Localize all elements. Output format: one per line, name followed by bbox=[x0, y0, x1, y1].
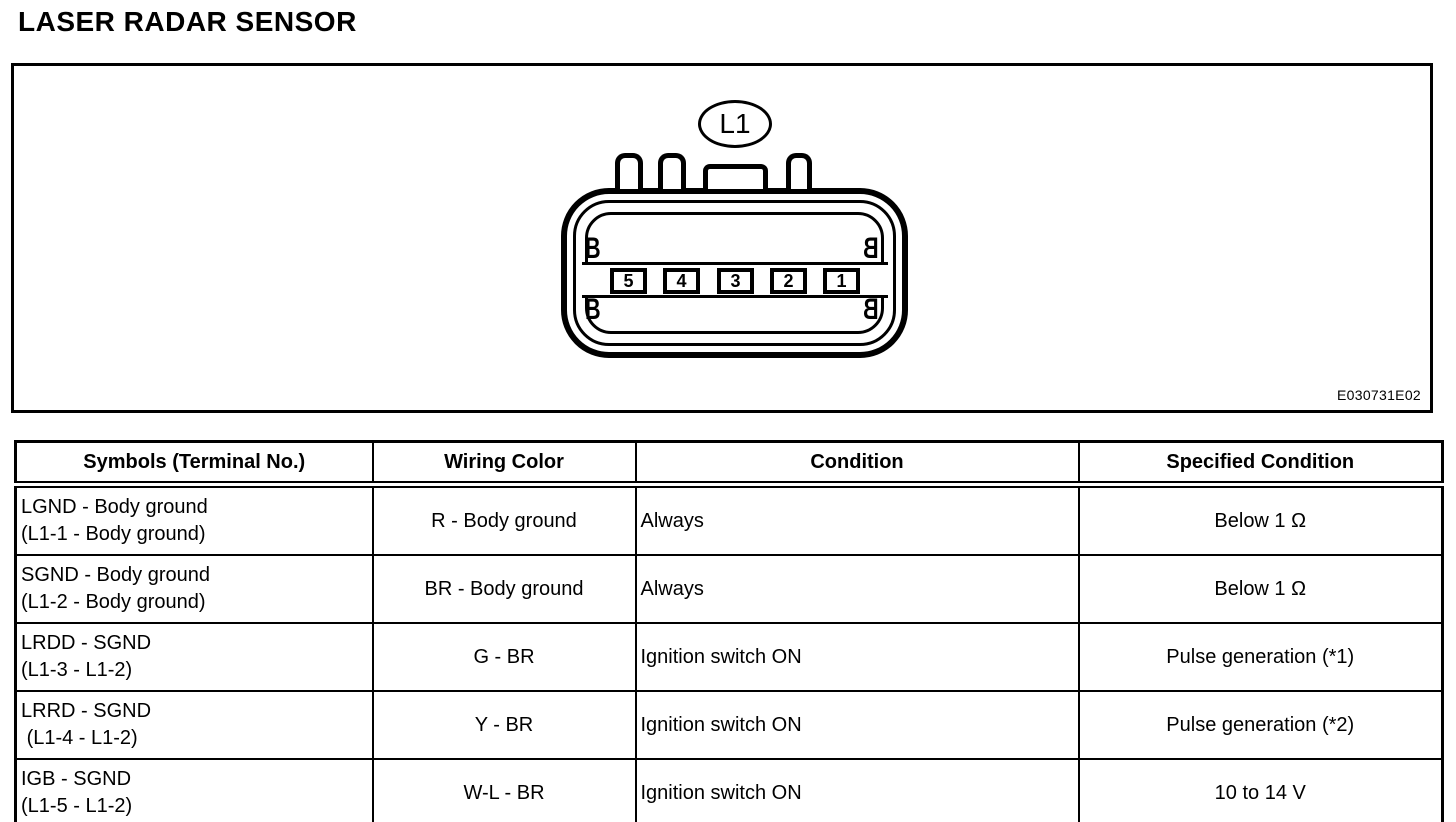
connector-body-outline-middle bbox=[573, 200, 896, 346]
table-header-row: Symbols (Terminal No.) Wiring Color Cond… bbox=[14, 440, 1444, 488]
cell-specified-condition: Below 1 Ω bbox=[1077, 483, 1444, 556]
pin-box-3: 3 bbox=[717, 268, 754, 294]
cell-specified-condition: Below 1 Ω bbox=[1077, 554, 1444, 624]
pin-number: 3 bbox=[730, 270, 741, 291]
page-title: LASER RADAR SENSOR bbox=[18, 6, 357, 37]
connector-key-tab-left-2 bbox=[658, 153, 686, 189]
table-row: LRDD - SGND (L1-3 - L1-2) G - BR Ignitio… bbox=[14, 622, 1444, 692]
cell-condition: Always bbox=[634, 483, 1080, 556]
connector-id-label: L1 bbox=[719, 108, 751, 139]
cell-symbols: IGB - SGND (L1-5 - L1-2) bbox=[14, 758, 374, 822]
cell-symbols: LGND - Body ground (L1-1 - Body ground) bbox=[14, 483, 374, 556]
pin-number: 5 bbox=[623, 270, 634, 291]
latch-glyph-bottom-right: B bbox=[863, 293, 879, 326]
col-header-wiring-color: Wiring Color bbox=[371, 440, 637, 488]
cell-wiring-color: G - BR bbox=[371, 622, 637, 692]
cell-condition: Ignition switch ON bbox=[634, 758, 1080, 822]
cell-symbols: LRDD - SGND (L1-3 - L1-2) bbox=[14, 622, 374, 692]
col-header-condition: Condition bbox=[634, 440, 1080, 488]
connector-key-tab-right bbox=[786, 153, 812, 189]
cell-condition: Ignition switch ON bbox=[634, 690, 1080, 760]
col-header-symbols: Symbols (Terminal No.) bbox=[14, 440, 374, 488]
pin-number: 1 bbox=[836, 270, 847, 291]
col-header-specified-condition: Specified Condition bbox=[1077, 440, 1444, 488]
cell-condition: Always bbox=[634, 554, 1080, 624]
latch-glyph-bottom-left: B bbox=[585, 293, 601, 326]
connector-key-tab-left-1 bbox=[615, 153, 643, 189]
figure-code: E030731E02 bbox=[1337, 387, 1421, 403]
cell-wiring-color: W-L - BR bbox=[371, 758, 637, 822]
cell-symbols: LRRD - SGND (L1-4 - L1-2) bbox=[14, 690, 374, 760]
connector-terminal-strip: 5 4 3 2 1 bbox=[582, 262, 888, 298]
connector-lock-tab-center bbox=[703, 164, 768, 189]
table-row: LRRD - SGND (L1-4 - L1-2) Y - BR Ignitio… bbox=[14, 690, 1444, 760]
cell-wiring-color: R - Body ground bbox=[371, 483, 637, 556]
cell-wiring-color: BR - Body ground bbox=[371, 554, 637, 624]
pin-box-1: 1 bbox=[823, 268, 860, 294]
table-row: IGB - SGND (L1-5 - L1-2) W-L - BR Igniti… bbox=[14, 758, 1444, 822]
pin-number: 2 bbox=[783, 270, 794, 291]
terminal-spec-table: Symbols (Terminal No.) Wiring Color Cond… bbox=[14, 440, 1444, 822]
latch-glyph-top-left: B bbox=[585, 232, 601, 265]
cell-symbols: SGND - Body ground (L1-2 - Body ground) bbox=[14, 554, 374, 624]
pin-box-4: 4 bbox=[663, 268, 700, 294]
latch-glyph-top-right: B bbox=[863, 232, 879, 265]
pin-box-2: 2 bbox=[770, 268, 807, 294]
cell-condition: Ignition switch ON bbox=[634, 622, 1080, 692]
cell-specified-condition: 10 to 14 V bbox=[1077, 758, 1444, 822]
table-row: LGND - Body ground (L1-1 - Body ground) … bbox=[14, 483, 1444, 556]
pin-box-5: 5 bbox=[610, 268, 647, 294]
cell-specified-condition: Pulse generation (*2) bbox=[1077, 690, 1444, 760]
connector-diagram-panel: L1 5 4 3 2 1 B B B B bbox=[11, 63, 1433, 413]
connector-id-oval: L1 bbox=[698, 100, 772, 148]
table-row: SGND - Body ground (L1-2 - Body ground) … bbox=[14, 554, 1444, 624]
pin-number: 4 bbox=[676, 270, 687, 291]
cell-wiring-color: Y - BR bbox=[371, 690, 637, 760]
cell-specified-condition: Pulse generation (*1) bbox=[1077, 622, 1444, 692]
